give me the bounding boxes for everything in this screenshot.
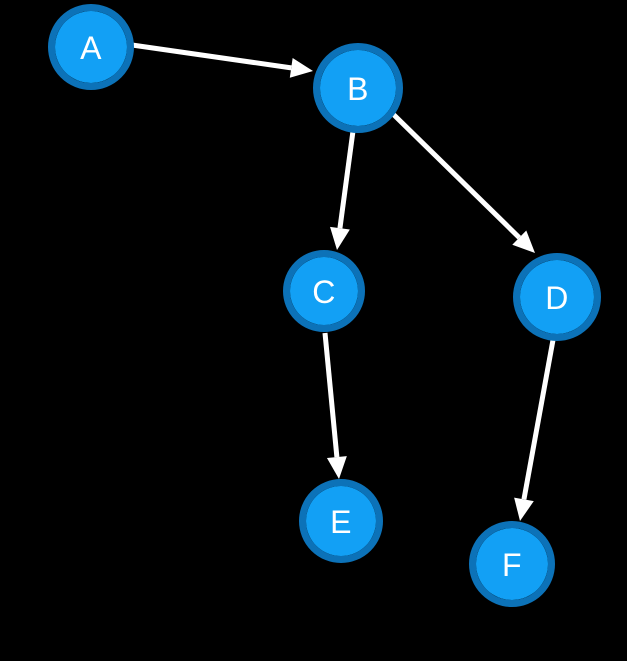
arrowhead-icon — [512, 230, 535, 253]
node-fill — [290, 257, 358, 325]
node-fill — [306, 486, 376, 556]
node-label-b: B — [347, 71, 369, 107]
graph-node-e[interactable]: E — [299, 479, 383, 563]
graph-node-f[interactable]: F — [469, 521, 555, 607]
edge-shaft — [322, 332, 340, 458]
graph-edge-a-b[interactable] — [131, 42, 313, 78]
graph-edge-c-e[interactable] — [322, 332, 347, 479]
node-fill — [476, 528, 548, 600]
node-fill — [55, 11, 127, 83]
graph-node-c[interactable]: C — [283, 250, 365, 332]
arrowhead-icon — [330, 226, 350, 250]
node-ring — [299, 479, 383, 563]
edge-shaft — [390, 111, 522, 240]
node-ring — [48, 4, 134, 90]
edge-shaft — [337, 130, 356, 229]
edge-shaft — [521, 339, 556, 500]
graph-edge-b-d[interactable] — [390, 111, 535, 253]
graph-edge-b-c[interactable] — [330, 130, 356, 250]
node-fill — [520, 260, 594, 334]
node-fill — [320, 50, 396, 126]
graph-edge-d-f[interactable] — [514, 339, 556, 521]
node-ring — [313, 43, 403, 133]
node-label-e: E — [330, 504, 352, 540]
graph-node-b[interactable]: B — [313, 43, 403, 133]
node-ring — [283, 250, 365, 332]
graph-node-a[interactable]: A — [48, 4, 134, 90]
node-label-c: C — [312, 274, 336, 310]
node-label-a: A — [80, 30, 102, 66]
node-label-d: D — [545, 280, 569, 316]
node-label-f: F — [502, 547, 522, 583]
nodes-layer: A B C D E F — [48, 4, 601, 607]
edge-shaft — [131, 42, 292, 71]
arrowhead-icon — [289, 57, 313, 78]
node-ring — [469, 521, 555, 607]
graph-node-d[interactable]: D — [513, 253, 601, 341]
arrowhead-icon — [514, 497, 534, 521]
node-ring — [513, 253, 601, 341]
edges-layer — [131, 42, 556, 521]
arrowhead-icon — [326, 456, 347, 479]
